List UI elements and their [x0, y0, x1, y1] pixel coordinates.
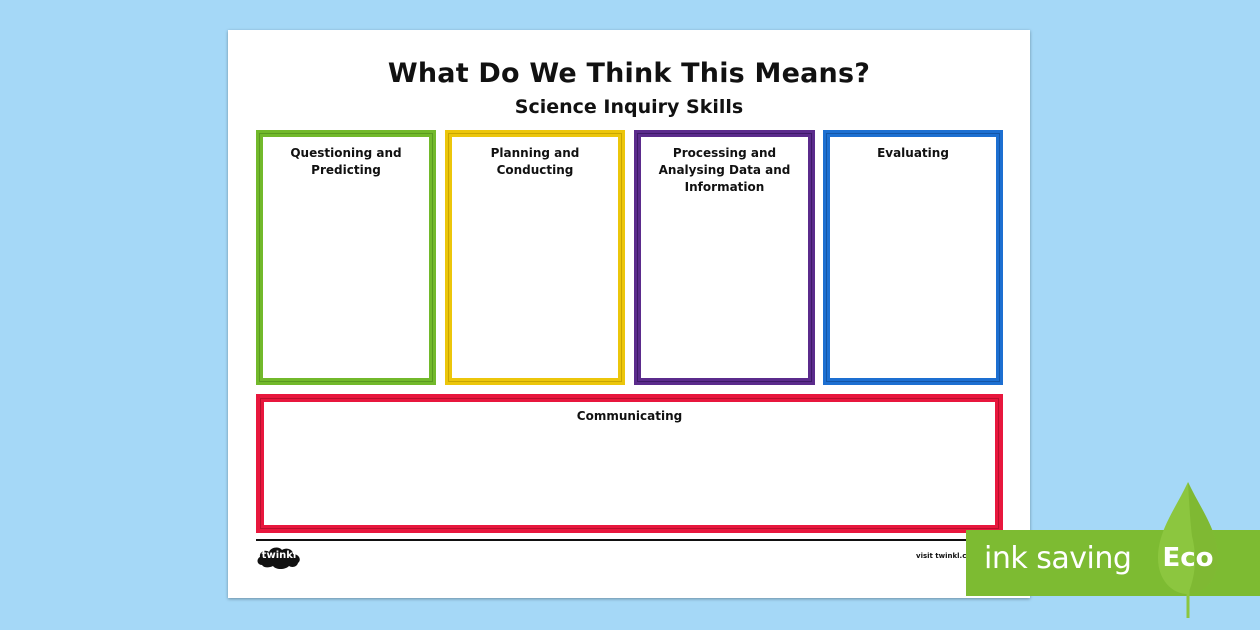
box-communicating: Communicating — [256, 394, 1003, 533]
footer-divider — [256, 539, 1003, 541]
eco-label: Eco — [1162, 543, 1214, 573]
page-title: What Do We Think This Means? — [387, 58, 871, 89]
box-label: Processing and Analysing Data and Inform… — [658, 146, 791, 194]
box-processing-analysing: Processing and Analysing Data and Inform… — [634, 130, 815, 385]
box-label: Communicating — [576, 409, 683, 423]
box-label: Planning and Conducting — [490, 146, 580, 177]
leaf-drop-icon — [1158, 482, 1218, 618]
box-questioning-predicting: Questioning and Predicting — [256, 130, 436, 385]
box-label: Evaluating — [877, 146, 949, 160]
ink-saving-text: ink saving — [984, 541, 1132, 576]
footer-url: visit twinkl.com — [916, 552, 979, 560]
box-label: Questioning and Predicting — [290, 146, 402, 177]
box-planning-conducting: Planning and Conducting — [445, 130, 625, 385]
worksheet-page: What Do We Think This Means? Science Inq… — [228, 30, 1030, 598]
logo-text: twinkl — [261, 550, 297, 561]
cloud-logo-icon — [257, 547, 300, 569]
twinkl-logo: twinkl — [256, 545, 302, 571]
box-evaluating: Evaluating — [823, 130, 1003, 385]
page-subtitle: Science Inquiry Skills — [514, 96, 744, 118]
